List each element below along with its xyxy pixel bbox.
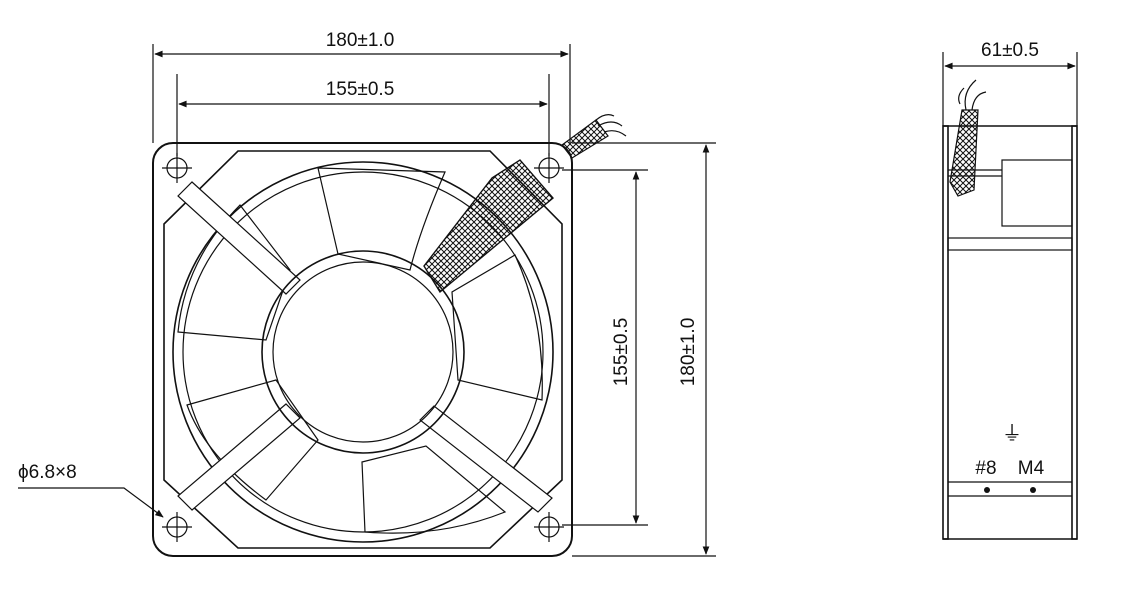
venturi-ring-inner <box>182 171 544 533</box>
cable-strut <box>423 159 554 294</box>
fan-blade <box>177 204 291 341</box>
terminal-dot <box>1030 487 1036 493</box>
mounting-hole <box>162 512 192 542</box>
screw-label: M4 <box>1018 458 1045 479</box>
motor-body <box>1001 159 1073 227</box>
fan-blade <box>361 445 507 534</box>
side-frame-left-flange <box>942 125 949 540</box>
dimension-hole-pitch-width: 155±0.5 <box>176 74 550 156</box>
side-frame-right-flange <box>1071 125 1078 540</box>
overall-height-label: 180±1.0 <box>678 318 699 387</box>
side-cable <box>949 109 979 197</box>
depth-label: 61±0.5 <box>981 40 1039 61</box>
hub-outer <box>261 250 465 454</box>
fan-blade <box>451 254 543 401</box>
lead-wire <box>561 114 627 159</box>
hub-inner <box>272 261 454 443</box>
dimension-overall-height: 180±1.0 <box>572 142 716 557</box>
mounting-hole <box>534 153 564 183</box>
mounting-hole <box>534 512 564 542</box>
terminal-dot <box>984 487 990 493</box>
hole-pitch-height-label: 155±0.5 <box>611 318 632 387</box>
dimension-depth: 61±0.5 <box>942 40 1078 126</box>
fan-frame-outline <box>152 142 573 557</box>
dimension-overall-width: 180±1.0 <box>152 30 571 143</box>
hole-callout: ϕ6.8×8 <box>18 462 164 518</box>
frame-struts <box>177 181 553 513</box>
mounting-hole-label: ϕ6.8×8 <box>18 462 77 483</box>
overall-width-label: 180±1.0 <box>326 30 395 51</box>
side-view: 61±0.5 ⏚ #8 M4 <box>942 40 1078 540</box>
dimension-hole-pitch-height: 155±0.5 <box>562 169 648 526</box>
front-view: 180±1.0 155±0.5 155±0.5 180±1.0 ϕ6.8×8 <box>18 30 716 557</box>
ground-symbol: ⏚ <box>1002 423 1022 445</box>
venturi-ring-outer <box>172 161 554 543</box>
mounting-hole <box>162 153 192 183</box>
hole-pitch-width-label: 155±0.5 <box>326 79 395 100</box>
terminal-label: #8 <box>975 458 996 479</box>
mounting-holes <box>162 153 564 542</box>
fan-blade <box>317 167 446 271</box>
motor-plate <box>947 237 1073 251</box>
